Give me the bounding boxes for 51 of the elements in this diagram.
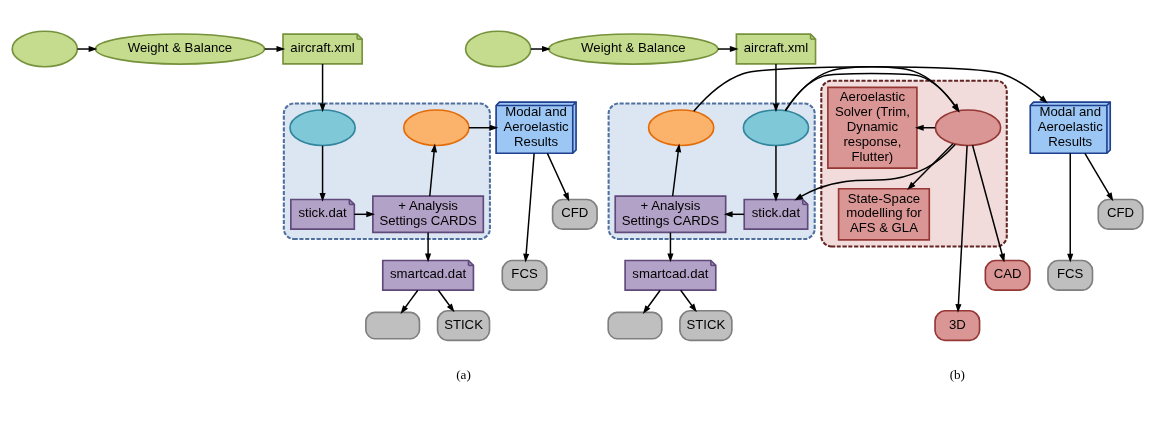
node-box: + Analysis Settings CARDS	[614, 194, 727, 233]
arrow	[667, 231, 674, 262]
arrow	[794, 143, 956, 201]
arrow	[319, 144, 326, 202]
node-box: + Analysis Settings CARDS	[372, 194, 485, 233]
arrow	[523, 152, 535, 262]
node-box: CAD	[984, 259, 1031, 291]
node-box: STICK	[436, 309, 491, 341]
arrow	[971, 144, 1005, 262]
node-box	[365, 311, 421, 340]
node-box: State-Space modelling for AFS & GLA	[837, 187, 931, 241]
label: (b)	[949, 366, 965, 382]
node-box: Aeroelastic Solver (Trim, Dynamic response, Flutter)	[827, 86, 918, 169]
node-ellipse	[934, 108, 1002, 146]
node-ellipse	[289, 108, 356, 146]
node-ellipse	[402, 108, 470, 146]
arrow	[1084, 152, 1114, 201]
arrow	[425, 231, 432, 262]
arrow	[468, 124, 499, 131]
node-ellipse	[742, 108, 810, 146]
node-box: CFD	[1097, 198, 1144, 230]
node-box	[607, 311, 663, 340]
arrow	[400, 288, 419, 314]
arrow	[717, 45, 739, 52]
node-ellipse: Weight & Balance	[548, 32, 719, 65]
arrow	[955, 144, 968, 313]
node-box: CFD	[551, 198, 598, 230]
arrow	[76, 45, 98, 52]
arrow	[642, 288, 661, 314]
arrow	[319, 62, 326, 112]
label: (a)	[456, 366, 471, 382]
arrow	[671, 143, 682, 197]
node-ellipse: Weight & Balance	[94, 32, 266, 65]
node-box: FCS	[1047, 259, 1094, 291]
node-ellipse	[11, 29, 79, 68]
arrow	[546, 152, 570, 201]
arrow	[263, 45, 286, 52]
node-box: STICK	[679, 309, 733, 341]
cluster	[820, 79, 1008, 247]
arrow	[772, 144, 780, 202]
arrow	[437, 288, 455, 312]
arrow	[530, 45, 551, 52]
node-box: 3D	[934, 309, 981, 341]
arrow	[679, 288, 697, 312]
arrow	[907, 142, 954, 190]
node-box: FCS	[501, 259, 548, 291]
arrow	[429, 143, 438, 197]
node-ellipse	[647, 108, 715, 146]
node-ellipse	[464, 29, 532, 68]
arrow	[1067, 152, 1074, 262]
arrow	[772, 62, 780, 112]
